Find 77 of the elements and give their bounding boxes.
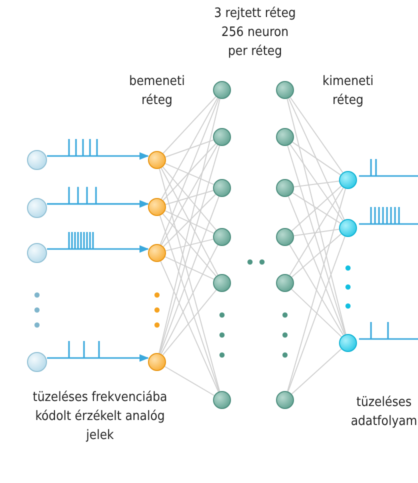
connection-line [165,190,214,205]
connection-line [292,192,341,224]
connection-line [164,366,215,396]
neuron-circle [213,391,231,409]
caption-text: tüzeléses frekvenciába kódolt érzékelt analóg jelek [32,389,168,445]
caption-text: tüzeléses adatfolyam [350,394,418,431]
connection-line [162,194,216,248]
neuron-circle [27,150,47,170]
connection-line [291,288,342,338]
connection-line [162,96,216,154]
spike-train-arrow [358,206,418,225]
connection-line [158,98,220,354]
neuron-circle [148,244,166,262]
connection-line [290,144,344,222]
connection-line [164,256,214,280]
connection-line [165,140,214,158]
neuron-circle [276,128,294,146]
connection-line [160,196,220,354]
neuron-circle [148,151,166,169]
spike-train-arrow [46,186,149,208]
neuron-circle [213,274,231,292]
neuron-circle [27,243,47,263]
connection-line [162,143,216,201]
connection-line [292,142,342,176]
neuron-circle [213,128,231,146]
neuron-circle [148,353,166,371]
neuron-circle [339,171,357,189]
connection-line [293,228,340,236]
neuron-circle [276,391,294,409]
connection-line [160,98,220,246]
connection-line [160,244,218,354]
neuron-circle [276,274,294,292]
connection-line [160,97,218,200]
connection-line [290,96,344,174]
neuron-circle [276,179,294,197]
neuron-circle [27,352,47,372]
connection-line [160,144,218,246]
connection-line [287,145,346,335]
connection-line [164,163,214,185]
connection-line [291,186,342,232]
neuron-circle [339,334,357,352]
connection-line [160,260,219,392]
connection-line [164,210,214,234]
neuron-circle [213,81,231,99]
neuron-circle [148,198,166,216]
caption-text: bemeneti réteg [128,73,186,110]
connection-line [159,215,220,392]
neuron-circle [213,179,231,197]
connection-line [162,166,217,231]
neuron-circle [276,81,294,99]
connection-line [289,187,344,276]
caption-text: kimeneti réteg [321,73,375,110]
connection-line [162,289,217,356]
spike-train-arrow [46,340,149,362]
connection-line [291,233,342,278]
connection-line [293,180,340,188]
connection-line [159,145,220,354]
connection-line [288,98,345,220]
connection-line [158,168,220,392]
connection-line [162,213,217,277]
connection-line [289,244,344,336]
connection-line [165,238,214,252]
connection-line [287,188,346,392]
spike-train-arrow [358,321,418,340]
neuron-circle [339,219,357,237]
neuron-circle [213,228,231,246]
connection-line [288,196,346,336]
spike-train-arrow [358,158,418,177]
connection-line [160,168,218,276]
neuron-circle [276,228,294,246]
caption-text: 3 rejtett réteg 256 neuron per réteg [213,5,297,61]
connection-line [291,348,342,394]
connection-line [288,236,346,392]
neuron-circle [27,198,47,218]
connection-line [286,98,346,335]
spike-train-arrow [46,231,149,253]
spike-train-arrow [46,138,149,160]
